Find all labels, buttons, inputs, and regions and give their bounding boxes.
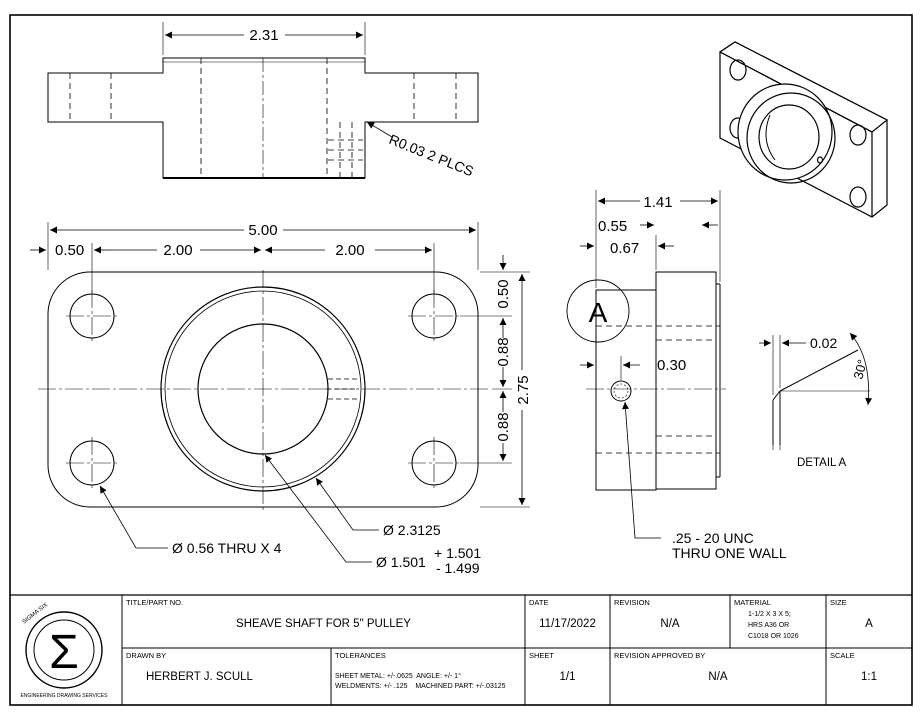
side-view [566, 190, 726, 539]
sigma-symbol: Σ [49, 626, 79, 679]
scale-label: SCALE [830, 651, 855, 660]
isometric-view [718, 41, 889, 218]
sheet-label: SHEET [529, 651, 555, 660]
tap-callout-line1: .25 - 20 UNC [672, 530, 754, 546]
drawn-by-label: DRAWN BY [126, 651, 167, 660]
date-value: 11/17/2022 [539, 618, 596, 630]
title-label: TITLE/PART NO. [126, 598, 184, 607]
tolerances-line2: WELDMENTS: +/- .125 MACHINED PART: +/-.0… [335, 683, 506, 690]
hole-callout: Ø 0.56 THRU X 4 [172, 540, 282, 556]
revision-value: N/A [660, 618, 680, 630]
boss-diameter-callout: Ø 2.3125 [383, 522, 441, 538]
dim-overall-height: 2.75 [515, 375, 532, 404]
dim-top-width: 2.31 [249, 27, 278, 44]
dim-lower-vertical: 0.88 [495, 412, 512, 441]
rev-approved-value: N/A [708, 671, 728, 683]
detail-chamfer: 0.02 [810, 335, 837, 351]
logo-top-text: SIGMA SIX [22, 602, 50, 625]
sheet-value: 1/1 [559, 671, 576, 683]
size-label: SIZE [830, 598, 847, 607]
dim-top-offset: 0.50 [495, 279, 512, 308]
material-line2: HRS A36 OR [748, 622, 790, 629]
dim-boss-offset: 0.67 [610, 240, 639, 257]
rev-approved-label: REVISION APPROVED BY [614, 651, 706, 660]
dim-tap-offset: 0.30 [657, 357, 686, 374]
bore-diameter-callout: Ø 1.501 [376, 554, 426, 570]
top-view [47, 22, 479, 179]
sigma-six-logo: Σ SIGMA SIX ENGINEERING DRAWING SERVICES [21, 602, 109, 699]
tolerances-label: TOLERANCES [335, 651, 386, 660]
dim-upper-vertical: 0.88 [495, 337, 512, 366]
dim-hole-spacing-right: 2.00 [335, 242, 364, 259]
scale-value: 1:1 [861, 671, 877, 683]
dim-flange-offset: 0.55 [598, 218, 627, 235]
logo-bottom-text: ENGINEERING DRAWING SERVICES [21, 693, 109, 699]
tolerances-line1: SHEET METAL: +/-.0625 ANGLE: +/- 1° [335, 673, 461, 680]
title-block-grid [10, 594, 912, 705]
bore-tol-upper: + 1.501 [434, 545, 481, 561]
radius-note: R0.03 2 PLCS [387, 131, 476, 179]
revision-label: REVISION [614, 598, 650, 607]
dim-side-width: 1.41 [643, 194, 672, 211]
detail-angle: 30° [850, 358, 870, 381]
material-label: MATERIAL [734, 598, 771, 607]
dim-hole-spacing-left: 2.00 [163, 242, 192, 259]
material-line3: C1018 OR 1026 [748, 633, 799, 640]
dim-edge-offset: 0.50 [55, 242, 84, 259]
dimension-labels: 2.31 R0.03 2 PLCS 5.00 0.50 2.00 2.00 0.… [55, 27, 870, 576]
detail-a [759, 332, 873, 450]
drawn-by-value: HERBERT J. SCULL [146, 671, 253, 683]
sheet-border [9, 14, 913, 706]
date-label: DATE [529, 598, 549, 607]
title-value: SHEAVE SHAFT FOR 5" PULLEY [236, 618, 411, 630]
section-label-a: A [589, 297, 608, 328]
size-value: A [865, 618, 873, 630]
front-view [30, 222, 530, 563]
dim-overall-width: 5.00 [248, 222, 277, 239]
bore-tol-lower: - 1.499 [436, 560, 480, 576]
material-line1: 1-1/2 X 3 X 5; [748, 611, 791, 618]
detail-label: DETAIL A [797, 457, 847, 469]
tap-callout-line2: THRU ONE WALL [672, 545, 787, 561]
